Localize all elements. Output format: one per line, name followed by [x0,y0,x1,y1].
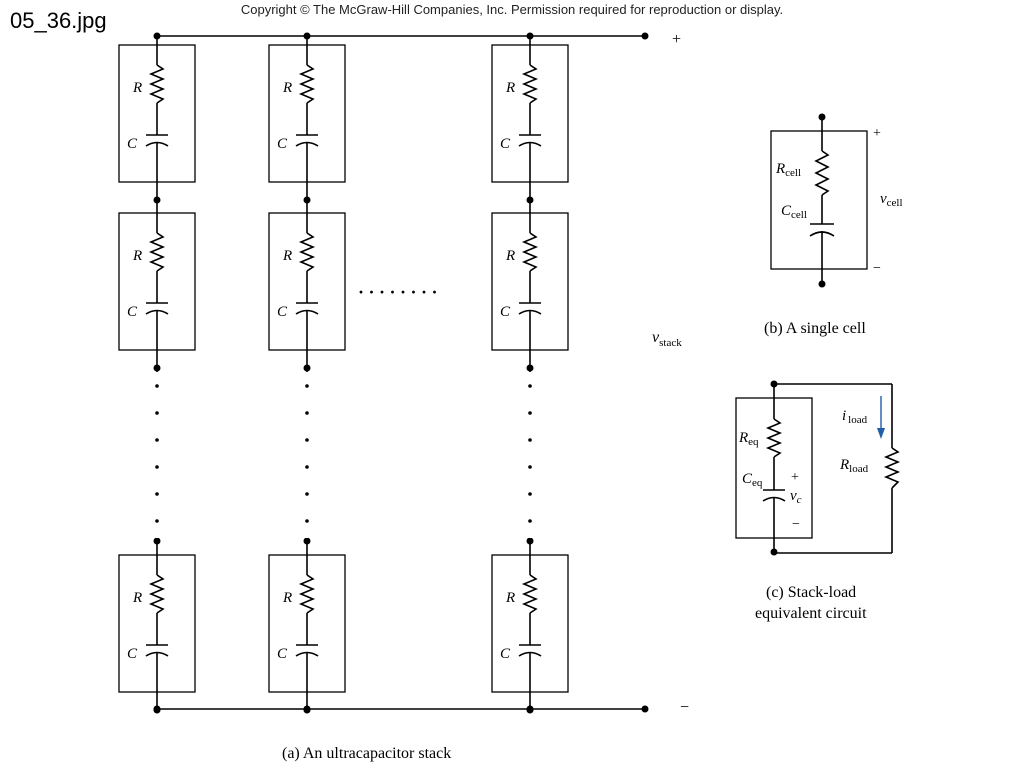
cell-plus-sign: + [873,126,881,141]
continuation-dot [528,438,532,442]
cell-resistor [521,64,539,104]
copyright-notice: Copyright © The McGraw-Hill Companies, I… [240,2,784,17]
junction-dot [303,364,311,372]
plus-terminal [641,32,649,40]
junction-dot [526,32,534,40]
c-cell-label: Ccell [781,203,807,221]
cell-c-label: C [277,136,288,152]
cell-c-label: C [277,646,288,662]
column-ellipsis: · · · · · · · · [358,282,438,302]
cell-resistor [298,574,316,614]
continuation-dot [305,411,309,415]
continuation-dot [155,438,159,442]
continuation-dot [528,519,532,523]
load-resistor [883,447,901,489]
junction-dot [303,537,311,545]
continuation-dot [155,384,159,388]
cell-resistor [521,232,539,272]
cell-c-label: C [500,304,511,320]
equivalent-caption-line1: (c) Stack-load [766,584,856,601]
single-cell-diagram: Rcell Ccell vcell + − (b) A single cell [764,113,903,337]
cell-resistor [521,574,539,614]
junction-dot [526,364,534,372]
cell-resistor [298,232,316,272]
junction-dot [303,196,311,204]
junction-dot [153,32,161,40]
stack-cells: R C R C R C R C R C R C R C R C R C [118,32,569,714]
stack-voltage-label: vstack [652,329,682,349]
continuation-dot [155,465,159,469]
ultracapacitor-stack: + − vstack · · · · · · · · (a) An ultrac… [118,31,689,762]
eq-resistor [765,418,783,458]
cell-resistor [148,64,166,104]
stack-plus-sign: + [672,31,681,48]
junction-dot [303,32,311,40]
equivalent-caption-line2: equivalent circuit [755,605,867,622]
r-load-label: Rload [839,457,869,475]
cell-r-label: R [282,80,292,96]
junction-dot [153,706,161,714]
junction-dot [153,196,161,204]
r-cell-label: Rcell [775,161,801,179]
cell-r-label: R [505,248,515,264]
junction-dot [303,706,311,714]
cell-c-label: C [500,646,511,662]
filename-label: 05_36.jpg [10,8,107,33]
cell-r-label: R [132,590,142,606]
vc-label: vc [790,488,802,506]
cell-r-label: R [505,590,515,606]
cell-c-label: C [127,646,138,662]
junction-dot [526,537,534,545]
junction-dot [153,537,161,545]
minus-terminal [641,705,649,713]
continuation-dot [155,492,159,496]
cell-resistor [148,574,166,614]
single-cell-box [770,130,868,270]
cell-resistor [148,232,166,272]
vc-minus-sign: − [792,517,800,532]
cell-r-label: R [132,248,142,264]
cell-resistor [298,64,316,104]
junction-dot [526,196,534,204]
continuation-dot [528,465,532,469]
continuation-dot [155,519,159,523]
r-eq-label: Req [738,430,759,448]
vc-plus-sign: + [791,470,799,485]
continuation-dot [528,492,532,496]
stack-caption: (a) An ultracapacitor stack [282,745,451,762]
stack-minus-sign: − [680,699,689,716]
continuation-dot [305,465,309,469]
junction-dot [153,364,161,372]
cell-r-label: R [505,80,515,96]
continuation-dot [305,438,309,442]
cell-r-label: R [132,80,142,96]
junction-dot [526,706,534,714]
c-eq-label: Ceq [742,471,763,489]
continuation-dot [155,411,159,415]
continuation-dot [528,411,532,415]
continuation-dot [305,492,309,496]
continuation-dot [305,384,309,388]
cell-c-label: C [277,304,288,320]
single-cell-caption: (b) A single cell [764,320,866,337]
cell-minus-sign: − [873,261,881,276]
cell-c-label: C [127,136,138,152]
continuation-dot [528,384,532,388]
cell-r-label: R [282,590,292,606]
cell-c-label: C [127,304,138,320]
v-cell-label: vcell [880,191,903,209]
load-current-arrow [877,396,885,439]
cell-resistor [814,150,830,196]
cell-r-label: R [282,248,292,264]
cell-c-label: C [500,136,511,152]
continuation-dot [305,519,309,523]
